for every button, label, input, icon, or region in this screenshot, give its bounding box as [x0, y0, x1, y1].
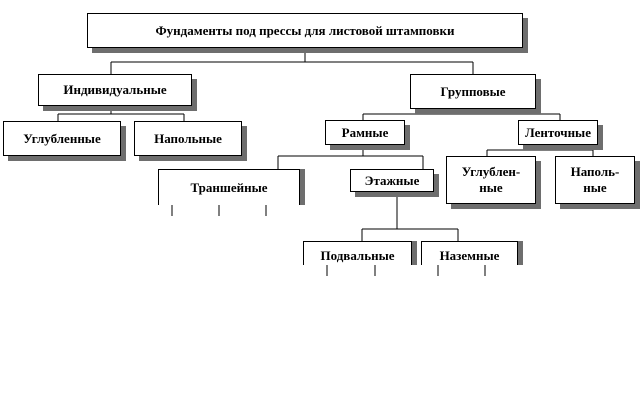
node-basement: Подвальные [303, 241, 412, 265]
node-group: Групповые [410, 74, 536, 109]
node-strip: Ленточные [518, 120, 598, 145]
node-frame: Рамные [325, 120, 405, 145]
node-ground-label: Наземные [439, 248, 500, 263]
node-individual-deep: Углубленные [3, 121, 121, 156]
node-strip-floor: Наполь- ные [555, 156, 635, 204]
node-tiered-label: Этажные [364, 172, 420, 188]
node-strip-floor-label: Наполь- ные [570, 164, 620, 195]
node-individual: Индивидуальные [38, 74, 192, 106]
node-individual-floor-label: Напольные [154, 130, 222, 146]
node-root: Фундаменты под прессы для листовой штамп… [87, 13, 523, 48]
node-frame-label: Рамные [341, 124, 389, 140]
node-strip-label: Ленточные [525, 124, 591, 140]
node-tiered: Этажные [350, 169, 434, 192]
node-trench: Траншейные [158, 169, 300, 205]
node-strip-deep-label: Углублен- ные [461, 164, 521, 195]
node-root-label: Фундаменты под прессы для листовой штамп… [155, 22, 455, 38]
node-ground: Наземные [421, 241, 518, 265]
node-group-label: Групповые [440, 83, 506, 99]
node-trench-label: Траншейные [190, 179, 268, 195]
node-individual-floor: Напольные [134, 121, 242, 156]
node-basement-label: Подвальные [320, 248, 395, 263]
node-individual-label: Индивидуальные [63, 82, 167, 97]
node-individual-deep-label: Углубленные [23, 130, 101, 146]
node-strip-deep: Углублен- ные [446, 156, 536, 204]
